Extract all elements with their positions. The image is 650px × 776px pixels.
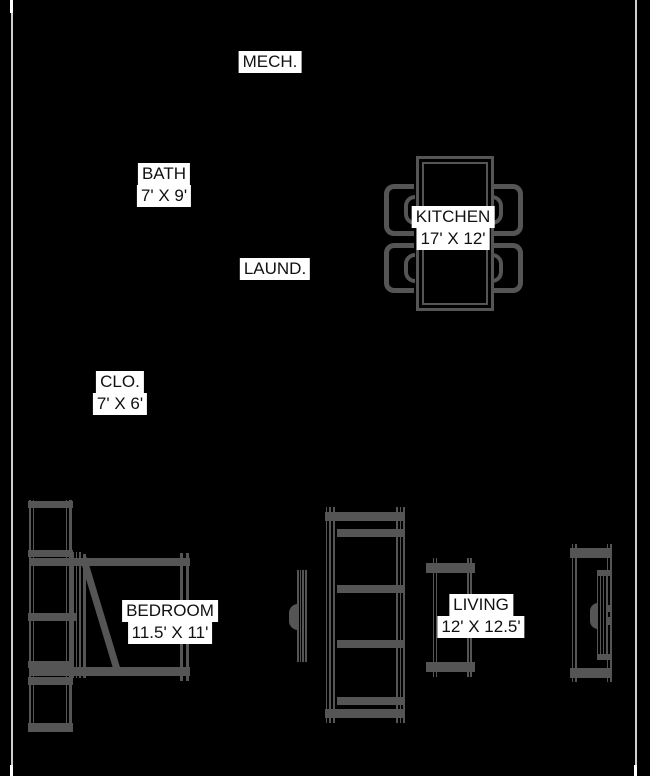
- bed-blanket-fold-line: [80, 556, 121, 672]
- closet-shelf: [28, 501, 73, 508]
- closet-label-name: CLO.: [96, 371, 144, 393]
- dining-chair-right-bottom: [492, 243, 523, 293]
- armchair-top-stub: [597, 570, 612, 576]
- room-label-laundry: LAUND.: [239, 258, 311, 280]
- coffee-table-top-edge: [426, 563, 475, 573]
- armchair-knob: [590, 603, 598, 629]
- bath-label-dims: 7' X 9': [136, 185, 192, 207]
- armchair-back-line: [610, 544, 612, 682]
- coffee-table-side-line: [432, 558, 434, 677]
- closet-shelf: [28, 661, 73, 668]
- bookshelf-rail: [329, 507, 331, 723]
- armchair-front-line: [575, 544, 577, 682]
- wall-console-line: [299, 570, 301, 662]
- dining-chair-left-bottom: [384, 243, 415, 293]
- bookshelf-shelf: [337, 585, 403, 593]
- living-label-dims: 12' X 12.5': [437, 616, 525, 638]
- bookshelf-rail: [399, 507, 401, 723]
- closet-shelf: [28, 613, 76, 621]
- room-label-bedroom: BEDROOM 11.5' X 11': [122, 600, 218, 644]
- wall-corner-mark-bottom-right: [634, 765, 637, 776]
- coffee-table-bottom-edge: [426, 662, 475, 672]
- bookshelf-top: [325, 512, 405, 521]
- closet-label-dims: 7' X 6': [92, 393, 148, 415]
- bath-label-name: BATH: [137, 163, 191, 185]
- chair-seat: [492, 195, 503, 225]
- mech-label-name: MECH.: [238, 51, 302, 73]
- armchair-backrest-line: [599, 570, 601, 660]
- bookshelf-rail: [332, 507, 335, 723]
- armchair-hinge-nub: [608, 617, 612, 625]
- right-wall-line: [635, 0, 637, 776]
- chair-seat: [404, 253, 415, 283]
- armchair-hinge-nub: [608, 605, 612, 612]
- chair-seat: [404, 195, 415, 225]
- bed-pillow-line: [79, 552, 81, 678]
- wall-console-line: [302, 570, 304, 662]
- bookshelf-shelf: [337, 529, 403, 537]
- bedroom-label-name: BEDROOM: [122, 600, 218, 622]
- bookshelf-rail: [396, 507, 398, 723]
- room-label-kitchen: KITCHEN 17' X 12': [411, 206, 495, 250]
- wall-corner-mark-bottom-left: [10, 765, 13, 776]
- wall-console-knob: [289, 604, 298, 630]
- bedroom-label-dims: 11.5' X 11': [127, 622, 213, 644]
- bed-pillow-line: [82, 554, 86, 678]
- bookshelf-rail: [325, 507, 327, 723]
- armchair-backrest-line: [602, 570, 604, 660]
- laundry-label-name: LAUND.: [239, 258, 311, 280]
- room-label-closet: CLO. 7' X 6': [92, 371, 148, 415]
- coffee-table-side-line: [435, 558, 437, 677]
- armchair-backrest-line: [605, 570, 607, 660]
- wall-console-line: [304, 570, 307, 662]
- bookshelf-bottom: [325, 709, 405, 718]
- bookshelf-shelf: [337, 640, 403, 648]
- bed-pillow-line: [72, 552, 74, 678]
- bed-head-rail: [31, 558, 190, 566]
- bed-pillow-line: [75, 552, 77, 678]
- armchair-front-line: [571, 544, 573, 682]
- room-label-mech: MECH.: [238, 51, 302, 73]
- bookshelf-rail: [403, 507, 405, 723]
- closet-shelf: [28, 677, 73, 685]
- kitchen-label-name: KITCHEN: [411, 206, 495, 228]
- closet-shelf: [28, 723, 73, 732]
- wall-corner-mark-top-left: [10, 0, 13, 13]
- bed-foot-rail: [31, 667, 190, 676]
- armchair-top-arm: [570, 548, 612, 558]
- bookshelf-shelf: [337, 697, 403, 705]
- kitchen-label-dims: 17' X 12': [416, 228, 490, 250]
- armchair-bottom-stub: [597, 654, 612, 660]
- dining-chair-left-top: [384, 184, 415, 236]
- left-wall-line: [11, 0, 13, 776]
- room-label-living: LIVING 12' X 12.5': [437, 594, 525, 638]
- dining-chair-right-top: [492, 184, 523, 236]
- armchair-bottom-arm: [570, 668, 612, 678]
- closet-shelf: [28, 550, 73, 557]
- room-label-bath: BATH 7' X 9': [136, 163, 192, 207]
- living-label-name: LIVING: [449, 594, 513, 616]
- chair-seat: [492, 253, 503, 283]
- armchair-back-line: [606, 544, 608, 682]
